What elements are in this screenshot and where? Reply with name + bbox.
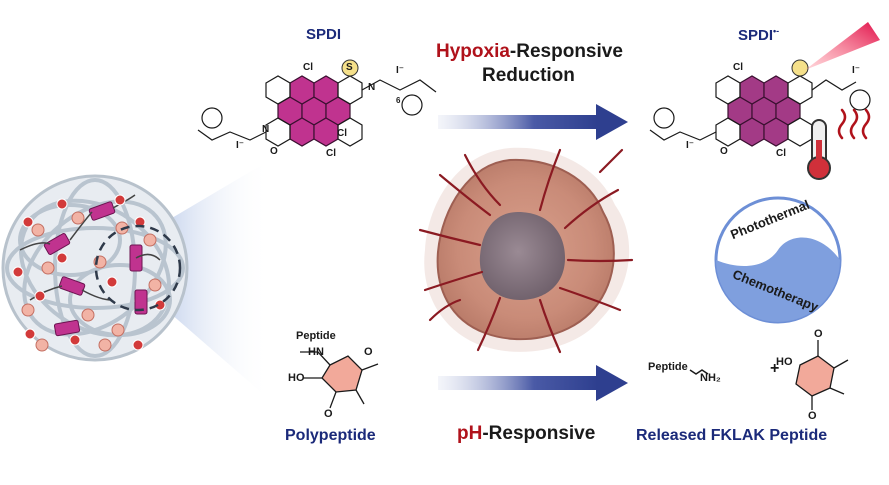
polypeptide-label: Polypeptide	[285, 427, 376, 444]
hn-label: HN	[308, 346, 324, 358]
released-peptide-label: Released FKLAK Peptide	[636, 427, 828, 444]
cl-label: Cl	[776, 148, 786, 159]
hypoxia-word: Hypoxia	[436, 41, 510, 62]
spdi-left-label: SPDI	[306, 26, 342, 43]
o-label: O	[270, 146, 278, 157]
ho-label: HO	[288, 372, 305, 384]
released-products	[689, 340, 849, 410]
arrow-right-icon	[438, 365, 628, 401]
plus-label: +	[770, 360, 780, 377]
peptide-label: Peptide	[296, 330, 336, 342]
subscript-label: 6	[396, 96, 401, 105]
n-label: N	[368, 82, 376, 93]
peptide-label: Peptide	[648, 361, 688, 373]
heat-waves-icon	[837, 108, 871, 140]
cl-label: Cl	[733, 62, 743, 73]
polypeptide-structure	[300, 351, 379, 409]
spdi-right-label: SPDI•-	[738, 26, 779, 44]
spdi-molecule-left	[197, 59, 437, 147]
o-label: O	[808, 410, 817, 422]
s-label: S	[346, 62, 353, 73]
cl-label: Cl	[326, 148, 336, 159]
zoom-cone	[155, 160, 270, 400]
iodide-label: I⁻	[236, 140, 245, 151]
zoom-circle	[94, 224, 182, 312]
o-label: O	[720, 146, 728, 157]
reduction-label: Reduction	[482, 65, 575, 86]
o-label: O	[364, 346, 373, 358]
spdi-right-text: SPDI	[738, 27, 774, 44]
photothermal-chemotherapy-badge	[714, 196, 842, 324]
hypoxia-label: Hypoxia-Responsive	[436, 41, 623, 63]
tumor-illustration	[418, 147, 634, 354]
nh2-label: NH₂	[700, 372, 721, 384]
ho-label: HO	[776, 356, 793, 368]
iodide-label: I⁻	[686, 140, 695, 151]
spdi-molecule-right	[649, 22, 880, 147]
o-label: O	[814, 328, 823, 340]
ph-word: pH	[457, 423, 483, 444]
hypoxia-rest: -Responsive	[509, 41, 623, 62]
ph-label: pH-Responsive	[457, 423, 595, 445]
o-label: O	[324, 408, 333, 420]
laser-beam-icon	[805, 22, 880, 70]
nanoparticle	[1, 174, 189, 362]
thermometer-icon	[807, 119, 831, 180]
ph-rest: -Responsive	[482, 423, 596, 444]
arrow-right-icon	[438, 104, 628, 140]
iodide-label: I⁻	[852, 65, 861, 76]
iodide-label: I⁻	[396, 65, 405, 76]
cl-label: Cl	[303, 62, 313, 73]
radical-anion-sup: •-	[773, 26, 780, 36]
cl-label: Cl	[337, 128, 347, 139]
n-label: N	[262, 124, 270, 135]
